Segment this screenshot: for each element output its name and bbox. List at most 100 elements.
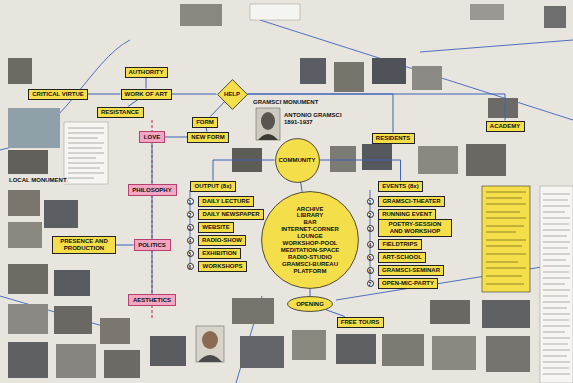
node-text: EVENTS (8x) <box>382 183 418 190</box>
node-text: ARCHIVE <box>296 206 323 213</box>
connector-line <box>326 310 345 317</box>
callout-number: 5 <box>187 250 194 257</box>
blue-threads <box>0 20 573 383</box>
field-box: LOVE <box>139 131 165 143</box>
node-text: CRITICAL VIRTUE <box>32 91 84 98</box>
node-text: FORM <box>196 119 214 126</box>
node-text: MEDITATION-SPACE <box>281 247 340 254</box>
help-diamond: HELP <box>217 79 248 110</box>
node-text: DAILY NEWSPAPER <box>202 211 259 218</box>
connector-line <box>165 137 187 138</box>
node-text: DAILY LECTURE <box>202 198 249 205</box>
opening-ellipse: OPENING <box>287 296 333 312</box>
node-text: AUTHORITY <box>129 69 164 76</box>
node-text: WORKSHOPS <box>202 263 242 270</box>
portrait-frame <box>196 326 224 362</box>
photo <box>54 270 90 296</box>
photo <box>486 336 530 372</box>
woman-portrait <box>196 326 224 362</box>
monument-photo <box>8 108 60 148</box>
photo <box>382 334 424 366</box>
diamond-shape <box>217 79 247 109</box>
list-item: ART-SCHOOL <box>378 252 426 263</box>
node-text: RUNNING EVENT <box>382 211 432 218</box>
node-text: WORKSHOP-POOL <box>283 240 338 247</box>
connector-line <box>128 100 138 107</box>
photo <box>56 344 96 378</box>
photo <box>544 6 566 28</box>
concept-box: AUTHORITY <box>125 67 168 78</box>
photo <box>8 58 32 84</box>
node-text: EXHIBITION <box>202 250 236 257</box>
circle-shape <box>262 192 359 289</box>
photo-caption: LOCAL MONUMENT <box>8 177 68 184</box>
list-item: FIELDTRIPS <box>378 239 422 250</box>
callout-number: 4 <box>367 241 374 248</box>
node-text: PHILOSOPHY <box>132 187 171 194</box>
portrait-frame <box>256 108 280 140</box>
callout-number: 6 <box>187 263 194 270</box>
sticky-notes <box>482 186 530 292</box>
callout-number: 3 <box>187 224 194 231</box>
photos <box>8 4 566 378</box>
callout-number: 7 <box>367 280 374 287</box>
connector-line <box>116 245 134 246</box>
list-item: RUNNING EVENT <box>378 209 436 220</box>
list-item: DAILY LECTURE <box>198 196 254 207</box>
photo <box>8 304 48 334</box>
photo <box>362 144 392 170</box>
connector-line <box>248 94 394 133</box>
callout-number: 2 <box>367 211 374 218</box>
node-text: POLITICS <box>138 242 166 249</box>
node-text: OPEN-MIC-PARTY <box>382 280 434 287</box>
node-text: NEW FORM <box>191 134 224 141</box>
list-item: DAILY NEWSPAPER <box>198 209 264 220</box>
concept-box: RESISTANCE <box>97 107 144 118</box>
field-box: AESTHETICS <box>128 294 176 306</box>
community-circle: COMMUNITY <box>275 138 320 183</box>
connector-line <box>213 160 275 181</box>
concept-box: WORK OF ART <box>121 89 172 100</box>
photo <box>372 58 406 84</box>
node-text: GRAMSCI-BUREAU <box>282 261 338 268</box>
node-text: AESTHETICS <box>133 297 171 304</box>
photo <box>8 264 48 294</box>
node-text: BAR <box>304 219 317 226</box>
thread-line <box>336 262 573 300</box>
photo <box>418 146 458 174</box>
photo <box>470 4 504 20</box>
node-text: ART-SCHOOL <box>382 254 422 261</box>
portrait-photo <box>488 98 518 118</box>
thread-line <box>420 40 573 52</box>
facility-circle: ARCHIVELIBRARYBARINTERNET-CORNERLOUNGEWO… <box>261 191 359 289</box>
list-item: WORKSHOPS <box>198 261 247 272</box>
right-sheet <box>540 186 573 383</box>
node-text: INTERNET-CORNER <box>281 226 339 233</box>
connector-line <box>210 102 224 117</box>
node-text: FIELDTRIPS <box>382 241 417 248</box>
photo <box>8 342 48 378</box>
concept-box: RESIDENTS <box>372 133 415 144</box>
concept-box: PRESENCE AND PRODUCTION <box>52 236 116 254</box>
node-text: LIBRARY <box>297 212 323 219</box>
portrait-shoulders <box>258 134 278 140</box>
callout-number: 5 <box>367 254 374 261</box>
photo <box>104 350 140 378</box>
photo <box>336 334 376 364</box>
field-box: PHILOSOPHY <box>128 184 177 196</box>
connector-line <box>152 251 153 294</box>
photo <box>8 150 48 174</box>
note-stack <box>482 186 530 292</box>
list-item: OPEN-MIC-PARTY <box>378 278 438 289</box>
concept-box: FORM <box>192 117 218 128</box>
list-header: EVENTS (8x) <box>378 181 423 192</box>
photo <box>334 62 364 92</box>
paper-sheet <box>540 186 573 383</box>
callout-number: 1 <box>367 198 374 205</box>
node-text: OUTPUT (8x) <box>194 183 231 190</box>
ellipse-shape <box>288 297 333 312</box>
photo <box>54 306 92 334</box>
circle-shape <box>275 138 319 182</box>
callout-number: 1 <box>187 198 194 205</box>
